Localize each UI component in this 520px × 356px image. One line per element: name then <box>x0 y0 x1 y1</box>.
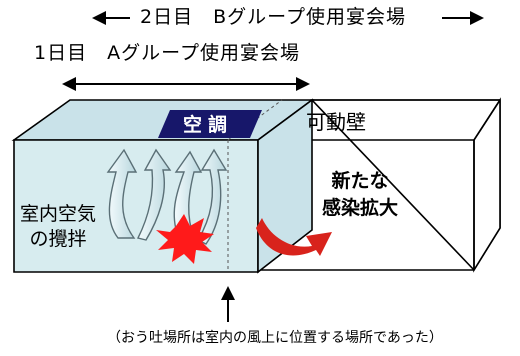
curved-right-arrow-icon <box>256 218 332 256</box>
movable-wall-label: 可動壁 <box>306 110 366 134</box>
footnote: （おう吐場所は室内の風上に位置する場所であった） <box>107 330 443 346</box>
new-infection-label-line1: 新たな <box>331 170 389 192</box>
day1-span-arrow <box>62 77 310 91</box>
air-mixing-label: 室内空気 の攪拌 <box>20 202 96 252</box>
curved-up-arrow-icon <box>106 148 228 245</box>
day1-label: 1日目 Aグループ使用宴会場 <box>34 42 300 64</box>
new-infection-label-line2: 感染拡大 <box>322 197 399 219</box>
day2-span-arrow <box>92 11 484 25</box>
ac-label-box <box>158 110 262 138</box>
up-arrow-icon <box>221 286 235 322</box>
air-mixing-label-line1: 室内空気 <box>20 203 97 225</box>
air-mixing-label-line2: の攪拌 <box>29 228 87 250</box>
ac-label: 空調 <box>182 113 233 136</box>
day2-label: 2日目 Bグループ使用宴会場 <box>140 6 406 28</box>
new-infection-label: 新たな 感染拡大 <box>322 168 398 222</box>
red-starburst-icon <box>156 214 214 264</box>
